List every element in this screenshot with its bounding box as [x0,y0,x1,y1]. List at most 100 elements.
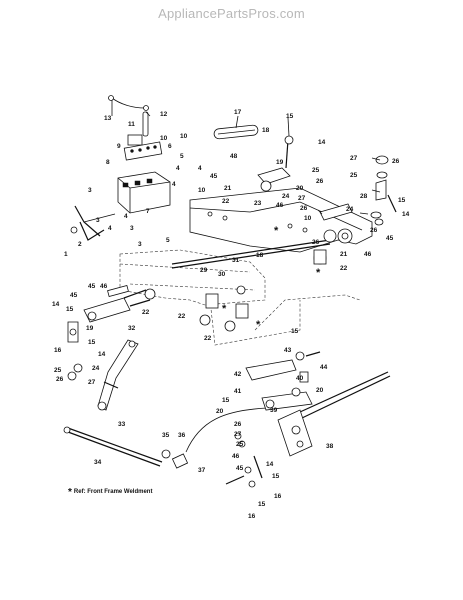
callout-22e: 22 [142,309,150,316]
callout-13: 13 [104,115,112,122]
callout-4b: 4 [172,181,176,188]
reference-note: *Ref: Front Frame Weldment [68,487,152,498]
leader-lines [111,100,381,215]
callout-26e: 26 [312,239,320,246]
callout-24: 24 [282,193,290,200]
callout-3c: 3 [138,241,142,248]
callout-15c: 15 [66,306,74,313]
site-watermark: AppliancePartsPros.com [158,6,305,21]
callout-14: 14 [318,139,326,146]
callout-36: 36 [178,432,186,439]
callout-26c: 26 [392,158,400,165]
control-bracket [117,141,171,214]
callout-4c: 4 [198,165,202,172]
callout-18b: 18 [256,252,264,259]
long-rod [63,426,163,467]
callout-40: 40 [296,375,304,382]
callout-15h: 15 [258,501,266,508]
callout-25d: 25 [236,441,244,448]
callout-24c: 24 [92,365,100,372]
callout-26g: 26 [234,421,242,428]
callout-39: 39 [270,407,278,414]
callout-14d: 14 [98,351,106,358]
callout-8: 8 [106,159,110,166]
callout-21b: 21 [340,251,348,258]
callout-22: 22 [222,198,230,205]
callout-32: 32 [128,325,136,332]
callout-20c: 20 [216,408,224,415]
callout-20: 20 [296,185,304,192]
callout-19: 19 [276,159,284,166]
callout-19b: 19 [86,325,94,332]
star-markers: * * * * [222,225,321,331]
callout-12: 12 [160,111,168,118]
curved-cable [185,407,269,453]
callout-15: 15 [286,113,294,120]
callout-44: 44 [320,364,328,371]
callout-38: 38 [326,443,334,450]
callout-27: 27 [298,195,306,202]
star-marker: * [274,225,279,237]
callout-45: 45 [210,173,218,180]
top-rod [213,124,259,140]
callout-26: 26 [316,178,324,185]
callout-5b: 5 [166,237,170,244]
callout-2: 2 [78,241,82,248]
callout-16b: 16 [274,493,282,500]
callout-10d: 10 [304,215,312,222]
callout-48: 48 [230,153,238,160]
callout-21: 21 [224,185,232,192]
callout-14c: 14 [52,301,60,308]
cable [111,97,146,109]
callout-4d: 4 [124,213,128,220]
hand-lever [70,205,116,241]
star-marker: * [256,319,261,331]
callout-6: 6 [168,143,172,150]
callout-labels: 13 12 11 10 10 9 6 5 8 4 4 4 10 3 7 4 4 … [52,109,410,520]
callout-28: 28 [360,193,368,200]
callout-22d: 22 [204,335,212,342]
callout-4e: 4 [108,225,112,232]
callout-27c: 27 [88,379,96,386]
right-lever-assembly [225,351,391,488]
callout-16: 16 [54,347,62,354]
callout-15b: 15 [398,197,406,204]
callout-43: 43 [284,347,292,354]
callout-15g: 15 [272,473,280,480]
callout-3d: 3 [96,217,100,224]
callout-30: 30 [218,271,226,278]
right-bushings [370,155,397,226]
callout-11: 11 [128,121,135,128]
callout-3: 3 [88,187,92,194]
callout-45d: 45 [70,292,78,299]
lower-frame [119,249,361,346]
callout-10: 10 [180,133,188,140]
right-pivot-assembly [257,135,387,265]
callout-31: 31 [232,257,240,264]
callout-18: 18 [262,127,270,134]
callout-14b: 14 [402,211,410,218]
callout-26f: 26 [56,376,64,383]
callout-3b: 3 [130,225,134,232]
note-text: Ref: Front Frame Weldment [73,489,153,495]
callout-41: 41 [234,388,242,395]
callout-4: 4 [176,165,180,172]
callout-25: 25 [312,167,320,174]
cross-shaft [171,239,331,269]
callout-17: 17 [234,109,242,116]
callout-16c: 16 [248,513,256,520]
callout-46b: 46 [364,251,372,258]
callout-1: 1 [64,251,68,258]
star-marker: * [222,303,227,315]
star-marker: * [316,267,321,279]
callout-45e: 45 [236,465,244,472]
callout-45c: 45 [88,283,96,290]
callout-46c: 46 [100,283,108,290]
callout-34: 34 [94,459,102,466]
callout-37: 37 [198,467,206,474]
callout-24b: 24 [346,206,354,213]
callout-5: 5 [180,153,184,160]
left-pivot-arm [67,285,156,381]
callout-22b: 22 [340,265,348,272]
callout-23: 23 [254,200,262,207]
